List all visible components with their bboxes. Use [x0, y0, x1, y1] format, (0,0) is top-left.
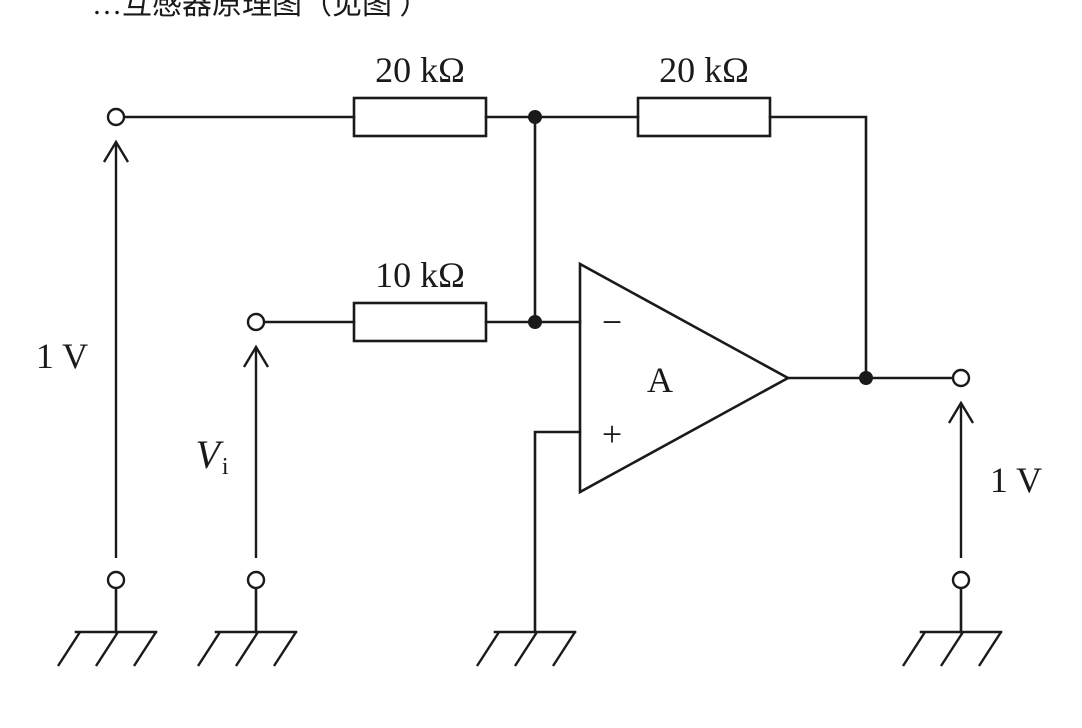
arrow-input-var	[242, 344, 270, 558]
opamp-label: A	[647, 360, 673, 400]
opamp-triangle	[578, 261, 791, 495]
wire-noninverting-ground	[533, 430, 582, 634]
ground-symbol-3	[475, 630, 577, 667]
terminal-ground-1	[106, 570, 126, 590]
header-fragment: …互感器原理图（见图 ）	[92, 0, 430, 21]
resistor-r3-label: 10 kΩ	[375, 255, 465, 295]
ground-symbol-2	[196, 630, 298, 667]
terminal-ground-2	[246, 570, 266, 590]
junction-dot-inverting	[528, 315, 542, 329]
ground-symbol-1	[56, 630, 158, 667]
resistor-r2-label: 20 kΩ	[659, 50, 749, 90]
resistor-r2	[636, 96, 772, 138]
voltage-label-input-var: Vi	[195, 432, 228, 480]
terminal-output	[951, 368, 971, 388]
opamp-inverting-sign: −	[602, 302, 622, 342]
resistor-r1	[352, 96, 488, 138]
voltage-label-output: 1 V	[990, 460, 1042, 500]
voltage-label-input-ref: 1 V	[36, 336, 88, 376]
arrow-input-ref	[102, 139, 130, 558]
wire-feedback	[768, 115, 868, 380]
terminal-input-var	[246, 312, 266, 332]
terminal-ground-4	[951, 570, 971, 590]
resistor-r1-label: 20 kΩ	[375, 50, 465, 90]
ground-symbol-4	[901, 630, 1003, 667]
arrow-output	[947, 400, 975, 558]
resistor-r3	[352, 301, 488, 343]
junction-dot-top	[528, 110, 542, 124]
junction-dot-output	[859, 371, 873, 385]
opamp-noninverting-sign: +	[602, 414, 622, 454]
wires	[114, 115, 963, 634]
terminal-input-ref	[106, 107, 126, 127]
